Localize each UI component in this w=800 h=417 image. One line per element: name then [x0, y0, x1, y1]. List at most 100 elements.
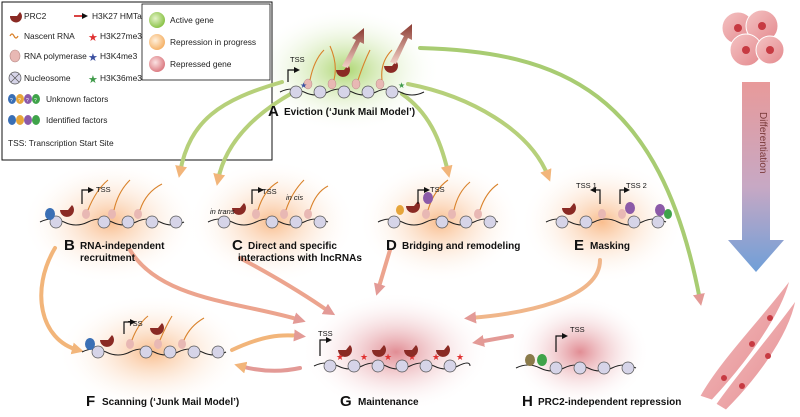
differentiation-label: Differentiation [757, 112, 768, 174]
in-cis-label: in cis [286, 193, 303, 202]
panel-c-caption: Direct and specific [248, 241, 337, 252]
eviction-arrow-icon [342, 28, 364, 68]
nascent-rna-icon [9, 33, 19, 39]
legend: PRC2 H3K27 HMTase activity Nascent RNA ★… [1, 1, 273, 161]
tss-label: TSS [128, 319, 143, 328]
panel-h-letter: H [522, 393, 533, 410]
tss-label: TSS [318, 329, 333, 338]
svg-text:★: ★ [360, 352, 368, 362]
svg-text:?: ? [26, 98, 29, 104]
prc2-icon [436, 345, 450, 357]
identified-factor-icon [664, 209, 672, 219]
prc2-icon [562, 203, 576, 215]
prc2-icon [9, 12, 22, 23]
panel-b-caption-2: recruitment [80, 253, 136, 264]
tss-label: TSS [570, 325, 585, 334]
nucleosome-row [289, 85, 399, 99]
svg-text:?: ? [18, 98, 21, 104]
prc2-icon [232, 203, 246, 215]
prc2-icon [384, 61, 398, 73]
unknown-factor-icon [85, 338, 95, 350]
h3k36me3-star-icon: ★ [88, 74, 98, 86]
legend-label-nucleosome: Nucleosome [24, 73, 71, 83]
panel-c-caption-2: interactions with lncRNAs [238, 253, 362, 264]
unknown-factors-icon: ? ? ? ? [8, 94, 40, 104]
tss-label: TSS [290, 55, 305, 64]
legend-label-hmtase: H3K27 HMTase activity [92, 11, 179, 21]
identified-factor-icon [525, 354, 535, 366]
in-trans-label: in trans [210, 207, 235, 216]
prc2-icon [372, 345, 386, 357]
h3k36me3-star-icon: ★ [398, 81, 405, 90]
prc2-icon [336, 65, 350, 77]
legend-tss-note: TSS: Transcription Start Site [8, 138, 114, 148]
panel-g: ★ ★ ★ ★ ★ ★ TSS G Maintenance [313, 329, 471, 410]
panel-c: TSS in trans in cis C Direct and specifi… [207, 179, 362, 264]
rna-polymerase-icon [9, 49, 21, 63]
glow-panel-g [301, 292, 491, 412]
svg-text:★: ★ [336, 352, 344, 362]
differentiated-cells [699, 279, 797, 411]
differentiation-arrow [728, 82, 784, 272]
svg-text:★: ★ [432, 352, 440, 362]
panel-e-letter: E [574, 237, 584, 254]
prc2-icon [60, 205, 74, 217]
panel-d: TSS D Bridging and remodeling [377, 179, 520, 254]
panel-a: TSS ★ ★ A Eviction (‘Junk Mail Model’) [268, 24, 425, 120]
repression-progress-swatch [149, 34, 165, 50]
prc2-icon [338, 345, 352, 357]
svg-text:★: ★ [456, 352, 464, 362]
eviction-arrow-icon [390, 24, 412, 64]
panel-f: TSS F Scanning (‘Junk Mail Model’) [81, 315, 239, 410]
panel-h: TSS H PRC2-independent repression [515, 325, 681, 410]
tss-label: TSS [262, 187, 277, 196]
flow-arrows [39, 46, 705, 374]
prc2-icon [406, 201, 420, 213]
repressed-gene-swatch [149, 56, 165, 72]
tss-label: TSS [96, 185, 111, 194]
legend-label-h3k4me3: H3K4me3 [100, 51, 138, 61]
panel-f-letter: F [86, 393, 95, 410]
gene-state-repressed: Repressed gene [170, 59, 232, 69]
identified-factor-icon [625, 202, 635, 214]
differentiation-column: Differentiation [699, 9, 797, 411]
svg-text:?: ? [10, 98, 13, 104]
panel-b-caption: RNA-independent [80, 241, 165, 252]
legend-label-rna-polymerase: RNA polymerase [24, 51, 87, 61]
h3k27me3-star-icon: ★ [88, 32, 98, 44]
panel-e-caption: Masking [590, 241, 630, 252]
active-gene-swatch [149, 12, 165, 28]
svg-text:★: ★ [408, 352, 416, 362]
prc2-icon [100, 335, 114, 347]
h3k4me3-star-icon: ★ [300, 81, 307, 90]
panel-f-caption: Scanning (‘Junk Mail Model’) [102, 397, 239, 408]
panel-h-caption: PRC2-independent repression [538, 397, 681, 408]
identified-factor-icon [396, 205, 404, 215]
svg-text:★: ★ [384, 352, 392, 362]
gene-state-active: Active gene [170, 15, 214, 25]
glow-panel-e [520, 160, 684, 284]
identified-factor-icon [423, 192, 433, 204]
panel-b-letter: B [64, 237, 75, 254]
polymerase-row [303, 78, 385, 90]
tss-2-label: TSS 2 [626, 181, 647, 190]
unknown-factor-icon [45, 208, 55, 220]
panel-a-caption: Eviction (‘Junk Mail Model’) [284, 107, 415, 118]
prc2-icon [404, 345, 418, 357]
nucleosome-icon [8, 71, 22, 85]
legend-label-h3k27me3: H3K27me3 [100, 31, 142, 41]
legend-label-h3k36me3: H3K36me3 [100, 73, 142, 83]
panel-g-letter: G [340, 393, 352, 410]
panel-e: TSS 1 TSS 2 E Masking [545, 181, 672, 254]
panel-d-letter: D [386, 237, 397, 254]
tss-label: TSS [430, 185, 445, 194]
panel-g-caption: Maintenance [358, 397, 419, 408]
identified-factor-icon [655, 204, 665, 216]
identified-factors-icon [8, 115, 40, 125]
legend-label-unknown-factors: Unknown factors [46, 94, 108, 104]
gene-state-in-progress: Repression in progress [170, 37, 256, 47]
identified-factor-icon [537, 354, 547, 366]
panel-d-caption: Bridging and remodeling [402, 241, 520, 252]
h3k27me3-marks: ★ ★ ★ ★ ★ ★ [336, 352, 464, 362]
